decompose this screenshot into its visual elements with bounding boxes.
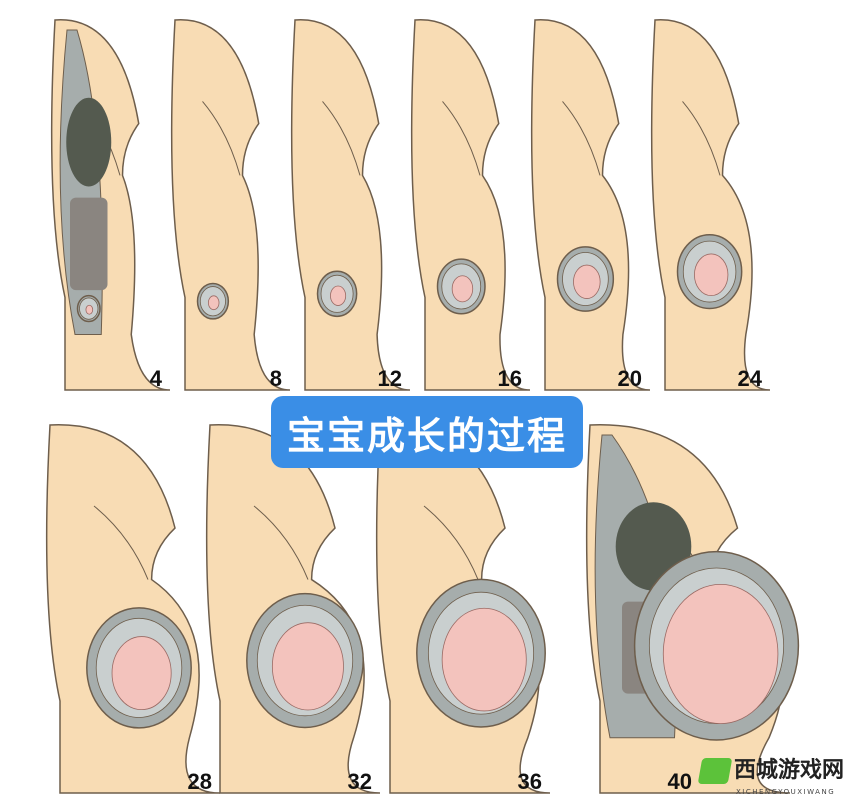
week-label: 40: [668, 769, 692, 794]
breast-line: [322, 101, 361, 176]
week-label: 32: [348, 769, 372, 794]
fetus: [330, 285, 347, 306]
stage-panel-week-4: 4: [50, 19, 171, 391]
body-outline: [410, 19, 531, 391]
week-label: 4: [150, 366, 163, 391]
breast-line: [682, 101, 721, 176]
stage-panel-week-12: 12: [290, 19, 411, 391]
breast-line: [93, 505, 149, 580]
fetus: [271, 622, 344, 711]
fetus: [662, 583, 779, 725]
stage-panel-week-24: 24: [650, 19, 771, 391]
week-label: 8: [270, 366, 282, 391]
fetus: [85, 304, 94, 315]
body-outline: [290, 19, 411, 391]
week-label: 28: [188, 769, 212, 794]
intestines: [70, 197, 108, 291]
stage-panel-week-8: 8: [170, 19, 291, 391]
week-label: 16: [498, 366, 522, 391]
liver-organ: [66, 97, 112, 187]
week-label: 20: [618, 366, 642, 391]
stage-panel-week-32: 32: [205, 424, 381, 794]
week-label: 36: [518, 769, 542, 794]
watermark-logo-icon: [697, 758, 733, 784]
week-label: 12: [378, 366, 402, 391]
fetus: [111, 636, 172, 711]
watermark-subtext: XICHENGYOUXIWANG: [736, 788, 836, 796]
breast-line: [442, 101, 481, 176]
week-label: 24: [738, 366, 763, 391]
watermark-text: 西城游戏网: [734, 758, 845, 783]
body-outline: [650, 19, 771, 391]
fetus: [441, 607, 527, 712]
breast-line: [562, 101, 601, 176]
fetus: [694, 253, 729, 297]
stage-panel-week-28: 28: [45, 424, 221, 794]
title-banner: 宝宝成长的过程: [271, 396, 583, 468]
body-outline: [170, 19, 291, 391]
watermark: 西城游戏网 XICHENGYOUXIWANG: [697, 758, 845, 796]
breast-line: [202, 101, 241, 176]
body-outline: [530, 19, 651, 391]
breast-line: [423, 505, 479, 580]
fetus: [451, 275, 474, 303]
fetus: [573, 264, 601, 299]
title-text: 宝宝成长的过程: [286, 413, 567, 458]
stage-panel-week-16: 16: [410, 19, 531, 391]
stage-panel-week-36: 36: [375, 424, 551, 794]
stage-panel-week-20: 20: [530, 19, 651, 391]
stage-panel-week-40: 40: [585, 424, 800, 794]
breast-line: [253, 505, 309, 580]
fetus: [207, 295, 220, 311]
